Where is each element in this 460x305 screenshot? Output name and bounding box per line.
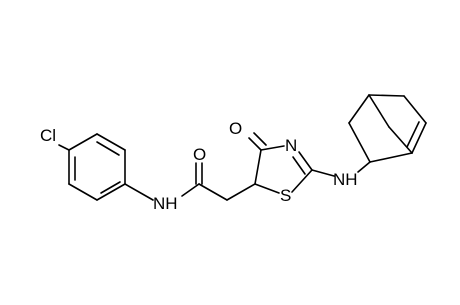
bond <box>226 183 256 201</box>
bond <box>198 183 228 201</box>
bond <box>248 137 262 151</box>
bond <box>124 183 154 201</box>
bond <box>357 161 371 173</box>
norbornene-ring <box>348 94 427 163</box>
double-bond-inner <box>100 181 121 194</box>
bond <box>96 133 126 151</box>
bond <box>58 144 70 151</box>
double-bond-inner <box>292 156 306 175</box>
bond <box>181 183 200 197</box>
ring-oxygen-label: O <box>229 119 242 138</box>
double-bond-inner <box>406 121 420 148</box>
bond <box>291 169 313 193</box>
bond <box>368 94 405 97</box>
amine-nh-label: NH <box>333 170 358 189</box>
bond <box>403 95 427 124</box>
double-bond-inner <box>96 141 120 156</box>
amide-oxygen-label: O <box>193 145 206 164</box>
bond <box>348 94 370 124</box>
bond <box>388 126 413 154</box>
bond <box>68 183 98 201</box>
ring-nitrogen-label: N <box>285 136 297 155</box>
chlorine-label: Cl <box>40 126 56 145</box>
bond <box>96 183 126 201</box>
bond <box>298 151 313 171</box>
ring-sulfur-label: S <box>280 186 291 205</box>
bond <box>68 133 98 151</box>
bond <box>260 145 285 151</box>
bond <box>254 149 262 185</box>
bond <box>311 169 335 177</box>
bond <box>411 122 427 154</box>
bond <box>253 132 267 146</box>
amide-nh-label: NH <box>153 194 178 213</box>
bond <box>348 122 371 163</box>
bond <box>368 94 390 128</box>
bond <box>369 152 413 163</box>
thiazolone-ring <box>254 145 313 194</box>
bond <box>254 183 280 194</box>
chlorophenyl-ring <box>68 133 126 201</box>
